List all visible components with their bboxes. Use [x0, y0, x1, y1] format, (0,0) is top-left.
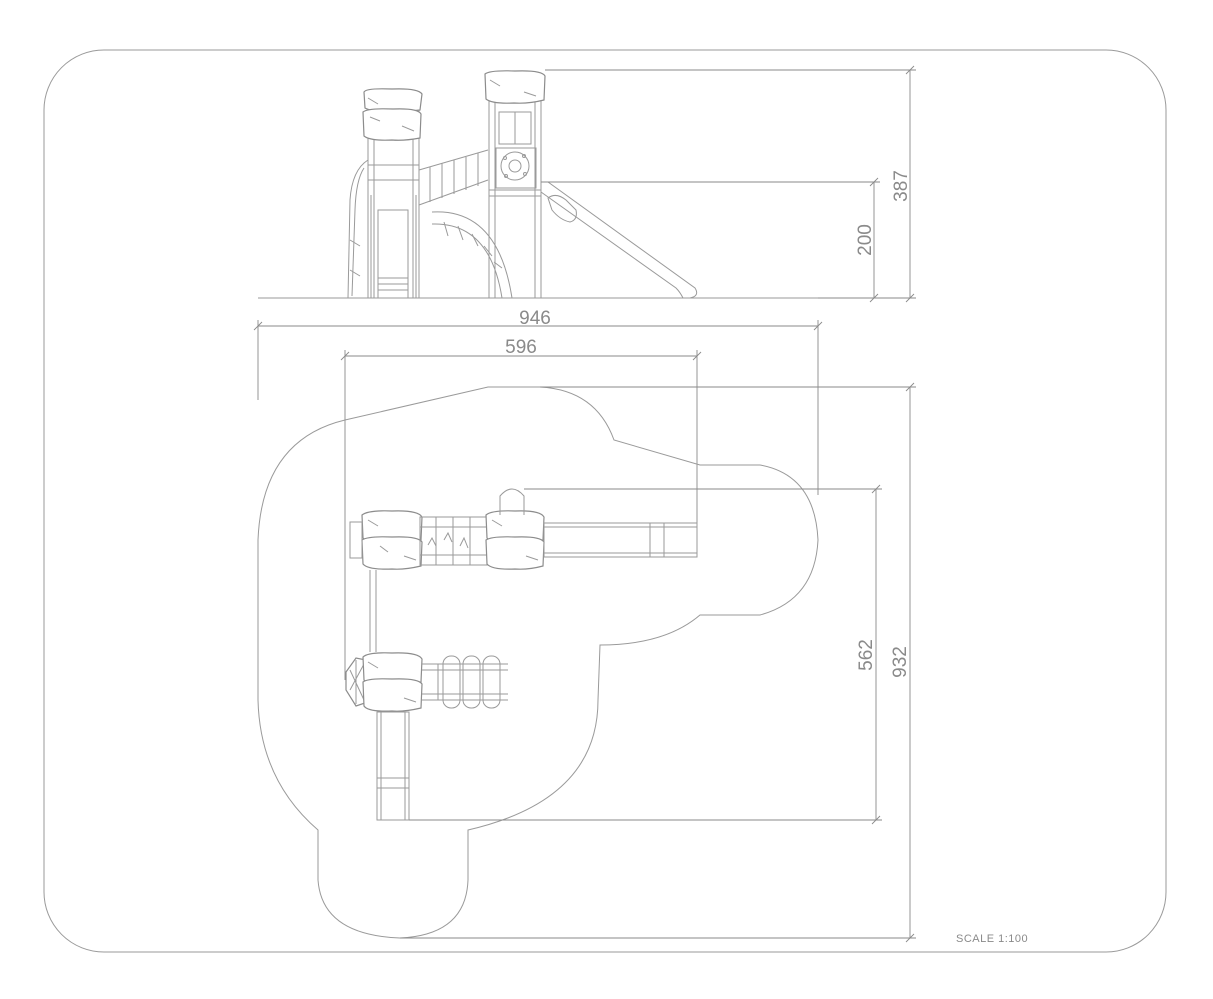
side-rails: [369, 570, 377, 652]
dim-structure-width: 596: [505, 337, 537, 358]
safety-zone: [257, 386, 819, 939]
plan-view: [257, 386, 819, 939]
slide: [540, 181, 698, 299]
dim-total-width: 946: [519, 308, 551, 329]
right-tower: [484, 70, 546, 299]
elevation-dimensions: 387 200: [541, 65, 916, 303]
elevation-view: [258, 70, 818, 299]
dim-total-height: 387: [891, 170, 912, 202]
drawing-frame: [43, 49, 1167, 953]
width-dimensions: 946 596: [253, 308, 823, 680]
bridge: [418, 149, 489, 206]
dim-total-depth: 932: [890, 646, 911, 678]
plan-dimensions: 562 932: [400, 382, 916, 943]
climbing-net-side: [347, 159, 369, 299]
dim-platform-height: 200: [855, 224, 876, 256]
left-tower: [362, 88, 423, 299]
ring-ladder: [431, 211, 513, 299]
upper-structure: [349, 488, 698, 570]
scale-label: SCALE 1:100: [956, 933, 1028, 945]
lower-structure: [345, 652, 508, 821]
dim-structure-depth: 562: [856, 639, 877, 671]
